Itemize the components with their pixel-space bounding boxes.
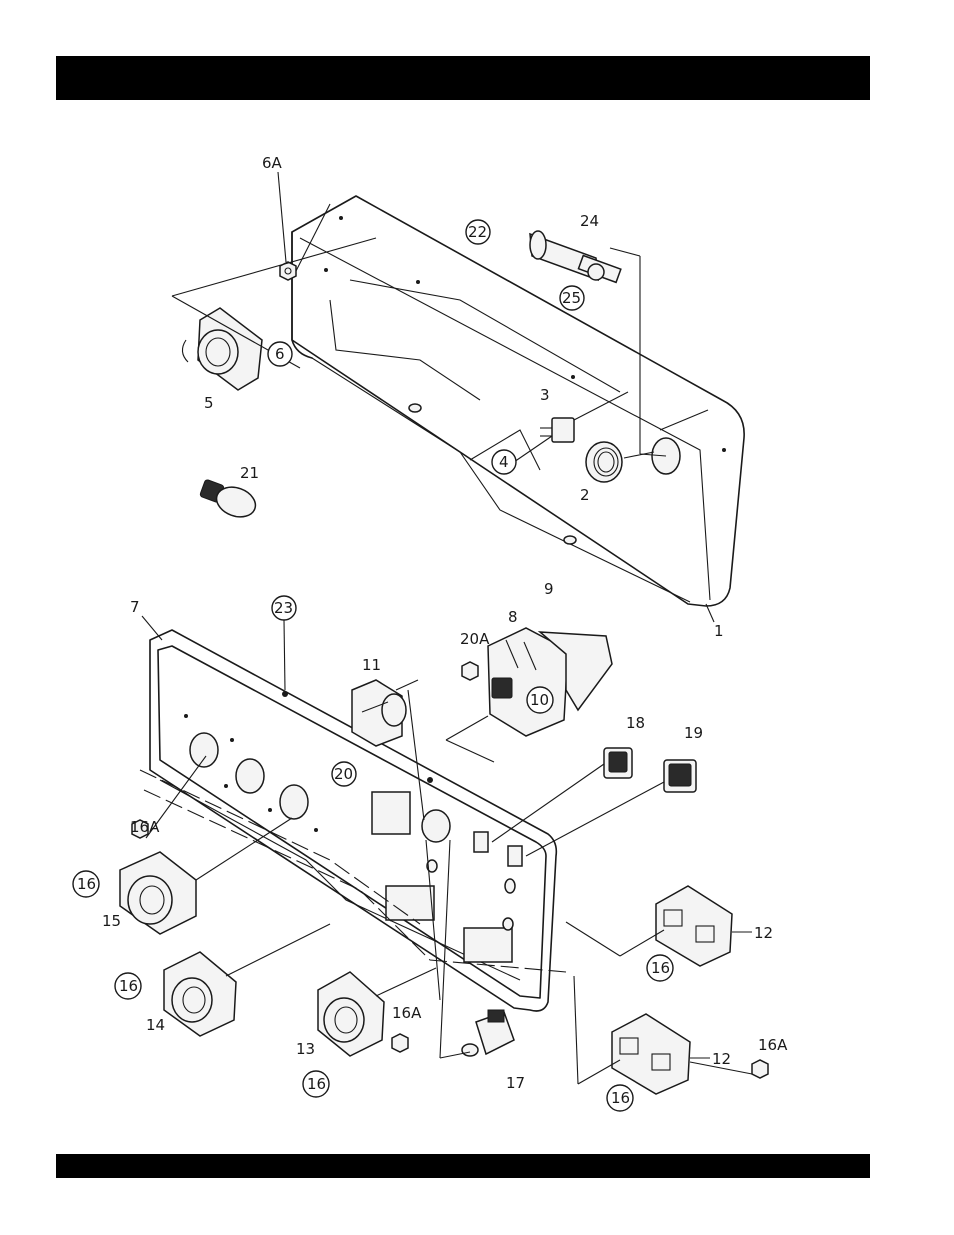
callout-16a-1: 16A xyxy=(130,818,160,836)
callout-6: 6 xyxy=(275,345,285,363)
callout-18: 18 xyxy=(626,714,645,732)
lamp-bulb xyxy=(200,479,260,522)
callout-17: 17 xyxy=(506,1074,525,1092)
callout-11: 11 xyxy=(362,656,381,674)
duplex-receptacle-lower xyxy=(574,976,768,1094)
callout-6a: 6A xyxy=(262,154,283,172)
callout-24: 24 xyxy=(580,212,599,230)
callout-16-3: 16 xyxy=(307,1075,326,1093)
callout-16a-3: 16A xyxy=(758,1036,788,1054)
callout-7: 7 xyxy=(130,598,140,616)
callout-23: 23 xyxy=(274,599,293,617)
callout-19: 19 xyxy=(684,724,703,742)
callout-14: 14 xyxy=(146,1016,165,1034)
fuse-holder xyxy=(530,231,666,456)
panel-nut xyxy=(586,442,654,482)
callout-16a-2: 16A xyxy=(392,1004,422,1022)
callout-8: 8 xyxy=(508,608,518,626)
receptacle-14 xyxy=(164,924,330,1036)
callout-22: 22 xyxy=(468,223,487,241)
rocker-switches xyxy=(492,748,696,856)
callout-9: 9 xyxy=(544,580,554,598)
control-box-housing xyxy=(292,196,744,606)
callout-20a: 20A xyxy=(460,630,490,648)
duplex-receptacle-upper xyxy=(566,886,732,966)
callout-16-1: 16 xyxy=(77,875,96,893)
callout-1: 1 xyxy=(714,622,724,640)
callout-3: 3 xyxy=(540,386,550,404)
callout-16-4: 16 xyxy=(651,959,670,977)
callout-12-lower: 12 xyxy=(712,1050,731,1068)
callout-12-upper: 12 xyxy=(754,924,773,942)
callout-21: 21 xyxy=(240,464,259,482)
callout-2: 2 xyxy=(580,486,590,504)
callout-13: 13 xyxy=(296,1040,315,1058)
callout-16-2: 16 xyxy=(119,977,138,995)
callout-16-5: 16 xyxy=(611,1089,630,1107)
hour-meter xyxy=(172,238,376,390)
callout-10: 10 xyxy=(530,691,549,709)
callout-5: 5 xyxy=(204,394,214,412)
callout-4: 4 xyxy=(499,453,509,471)
callout-25: 25 xyxy=(562,289,581,307)
receptacle-15 xyxy=(120,756,292,934)
callout-15: 15 xyxy=(102,912,121,930)
callout-20: 20 xyxy=(334,765,353,783)
